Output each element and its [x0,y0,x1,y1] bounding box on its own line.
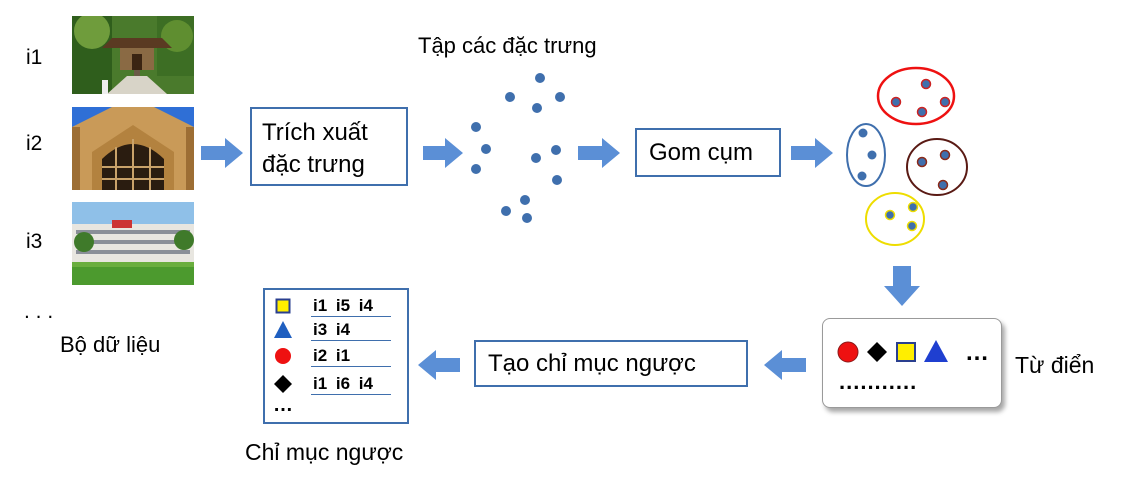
arrow-features-to-cluster [578,138,620,168]
dictionary-caption: Từ điển [1015,352,1095,378]
arrow-dataset-to-extract [201,138,243,168]
black-diamond-icon [867,342,887,362]
dictionary-ellipsis: … [965,339,989,366]
inverted-index-caption: Chỉ mục ngược [245,439,404,465]
feature-extraction-box: Trích xuất đặc trưng [250,107,408,186]
inverted-index-row: i1 i6 i4 [265,374,405,400]
yellow-square-icon [275,298,291,314]
dataset-row-label-i2: i2 [26,132,43,155]
dataset-image-pagoda [72,16,194,94]
arrow-dictionary-to-invert [764,350,806,380]
dataset-row-label-i3: i3 [26,230,43,253]
red-circle-icon [837,341,859,363]
arrow-extract-to-features [423,138,463,168]
feature-extraction-line2: đặc trưng [262,151,365,178]
inverted-index-underline [311,366,391,367]
arrow-cluster-to-groups [791,138,833,168]
inverted-index-ellipsis: … [273,394,293,416]
arrow-clusters-to-dictionary [884,266,920,306]
arrow-invert-to-index [418,350,460,380]
dataset-image-building [72,202,194,285]
red-circle-icon [275,348,291,364]
inverted-index-postings: i2 i1 [313,346,351,365]
build-inverted-index-box: Tạo chỉ mục ngược [474,340,748,387]
inverted-index-row: i2 i1 [265,346,405,372]
clustering-box: Gom cụm [635,128,781,177]
dataset-row-label-i1: i1 [26,46,43,69]
inverted-index-row: i1 i5 i4 [265,296,405,322]
inverted-index-postings: i3 i4 [313,320,351,339]
inverted-index-underline [311,340,391,341]
blue-triangle-icon [924,340,948,362]
build-inverted-index-label: Tạo chỉ mục ngược [488,350,696,377]
inverted-index-postings: i1 i5 i4 [313,296,373,315]
dataset-caption: Bộ dữ liệu [60,332,161,357]
inverted-index-underline [311,394,391,395]
feature-extraction-line1: Trích xuất [262,119,368,146]
inverted-index-box: i1 i5 i4 i3 i4 i2 i1 i1 i6 i4 … [263,288,409,424]
feature-set-caption: Tập các đặc trưng [418,33,597,58]
dictionary-dots: ........... [839,369,918,394]
dataset-ellipsis: . . . [24,300,54,323]
clustering-label: Gom cụm [649,139,754,166]
yellow-square-icon [896,342,916,362]
feature-point-cloud [471,73,565,223]
inverted-index-postings: i1 i6 i4 [313,374,373,393]
inverted-index-row: i3 i4 [265,320,405,346]
inverted-index-underline [311,316,391,317]
dataset-image-gothic-window [72,107,194,190]
black-diamond-icon [274,375,292,393]
dictionary-box: … ........... [822,318,1002,408]
blue-triangle-icon [274,321,292,338]
cluster-groups [846,66,968,246]
